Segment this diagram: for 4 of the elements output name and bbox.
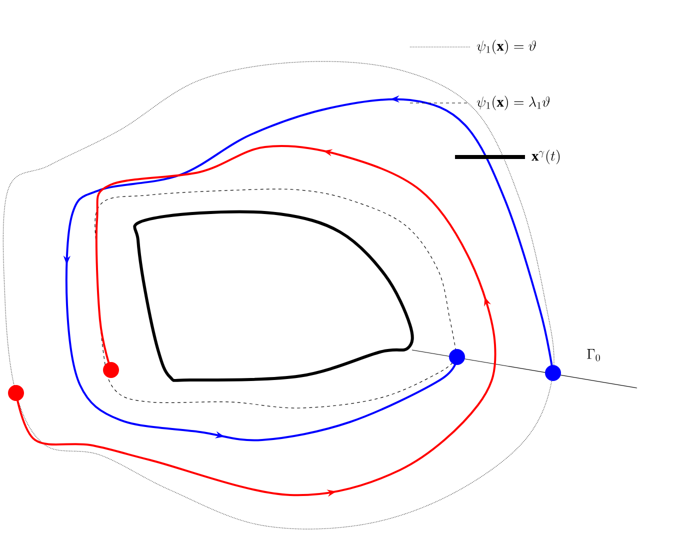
legend-entry: $\mathbf{x}^\gamma(t)$ [455,150,560,164]
curve-label: $\Gamma_0$ [587,349,600,362]
legend-entry: $\psi_1(\mathbf{x}) = \vartheta$ [410,40,536,54]
legend-entry: $\psi_1(\mathbf{x}) = \lambda_1\vartheta$ [410,96,550,110]
